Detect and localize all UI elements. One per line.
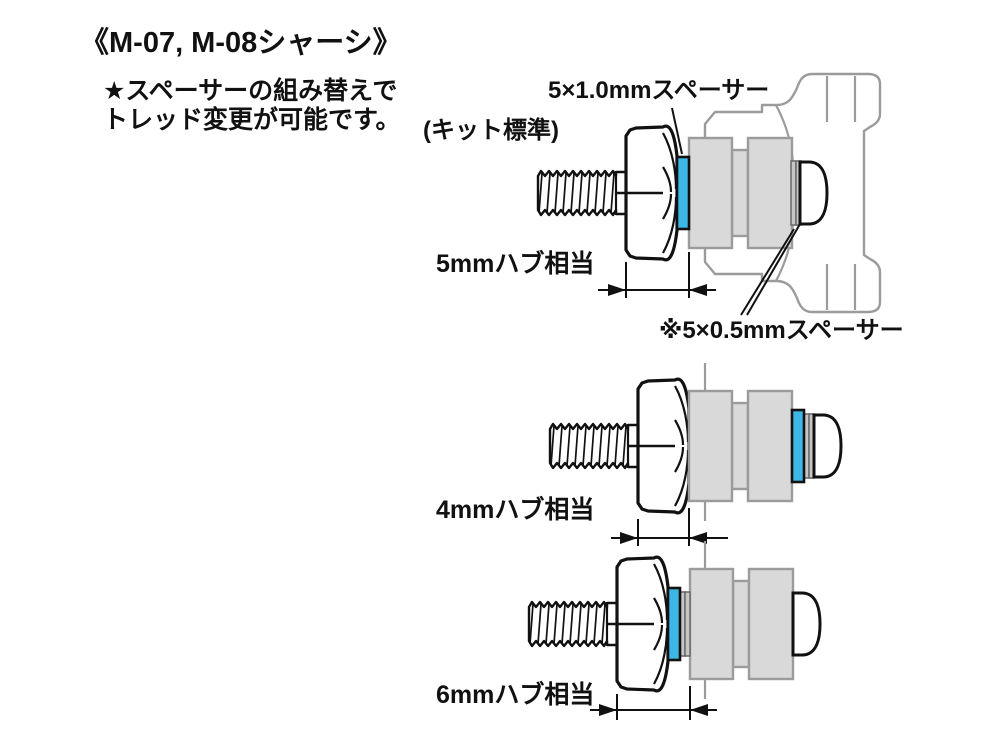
callout-spacer-1-0mm: 5×1.0mmスペーサー	[548, 77, 770, 104]
leader-lines-spacer-0-5mm	[740, 223, 801, 316]
leader-line-spacer-1-0mm	[671, 107, 683, 155]
wheel-bolt	[548, 377, 691, 515]
spacer-1-0mm-blue	[675, 155, 691, 231]
label-hub-5mm: 5mmハブ相当	[436, 250, 595, 278]
wheel-hub	[687, 389, 794, 503]
wheel-bolt	[527, 555, 670, 693]
dimension-6mm	[590, 686, 717, 720]
label-hub-6mm: 6mmハブ相当	[436, 681, 595, 709]
axle-dome-cap	[791, 591, 822, 657]
note-line-2: トレッド変更が可能です。	[103, 106, 401, 134]
note-text: ★スペーサーの組み替えで トレッド変更が可能です。	[103, 77, 401, 135]
spacer-1-0mm-blue	[790, 408, 806, 484]
axle-dome-cap	[812, 413, 843, 479]
assembly-6mm-drawing	[527, 541, 822, 720]
dimension-4mm	[611, 508, 728, 546]
dimension-5mm	[598, 252, 716, 298]
wheel-bolt	[536, 124, 679, 262]
wheel-hub	[688, 567, 795, 681]
wheel-hub	[687, 136, 794, 250]
callout-kit-standard: (キット標準)	[423, 117, 559, 144]
page-title: 《M-07, M-08シャーシ》	[80, 27, 402, 59]
label-hub-4mm: 4mmハブ相当	[436, 496, 595, 524]
assembly-4mm-drawing	[548, 363, 843, 546]
assembly-5mm-drawing	[536, 72, 882, 316]
spacer-1-0mm-blue	[666, 586, 682, 662]
callout-spacer-0-5mm: ※5×0.5mmスペーサー	[659, 317, 904, 344]
axle-dome-cap	[798, 160, 829, 226]
note-line-1: ★スペーサーの組み替えで	[103, 77, 398, 105]
thin-spacers-0-5mm	[679, 591, 691, 657]
